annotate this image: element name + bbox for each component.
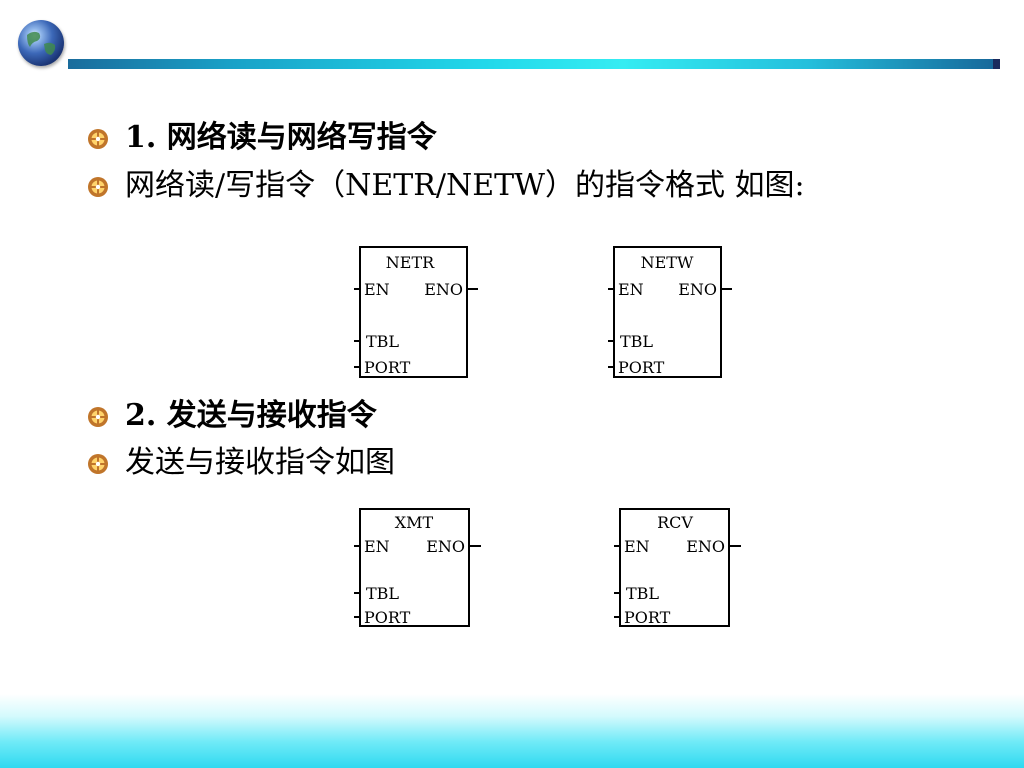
block-title: RCV (657, 513, 693, 532)
title-bar (68, 59, 993, 69)
block-xmt: XMT EN ENO TBL PORT (354, 508, 481, 627)
bullet-icon (88, 129, 108, 149)
pin-en: EN (364, 280, 390, 299)
block-netw: NETW EN ENO TBL PORT (608, 246, 732, 378)
block-netr: NETR EN ENO TBL PORT (354, 246, 478, 378)
bottom-gradient-band (0, 694, 1024, 768)
section-1-title: 1. 网络读与网络写指令 (125, 120, 437, 155)
block-title: XMT (395, 513, 434, 532)
pin-port: PORT (618, 358, 665, 377)
pin-en: EN (624, 537, 650, 556)
section-2-description: 发送与接收指令如图 (125, 445, 395, 480)
title-bar-end (993, 59, 1000, 69)
bullet-icon (88, 407, 108, 427)
pin-en: EN (618, 280, 644, 299)
pin-port: PORT (624, 608, 671, 627)
block-title: NETW (641, 253, 694, 272)
bullet-icon (88, 177, 108, 197)
pin-eno: ENO (424, 280, 463, 299)
section-1-description: 网络读/写指令（NETR/NETW）的指令格式 如图: (125, 168, 805, 203)
bullet-icon (88, 454, 108, 474)
pin-eno: ENO (678, 280, 717, 299)
pin-tbl: TBL (620, 332, 653, 351)
pin-tbl: TBL (366, 332, 399, 351)
pin-eno: ENO (426, 537, 465, 556)
pin-en: EN (364, 537, 390, 556)
pin-tbl: TBL (626, 584, 659, 603)
pin-eno: ENO (686, 537, 725, 556)
pin-port: PORT (364, 608, 411, 627)
block-rcv: RCV EN ENO TBL PORT (614, 508, 741, 627)
pin-port: PORT (364, 358, 411, 377)
globe-logo-icon (18, 20, 64, 66)
pin-tbl: TBL (366, 584, 399, 603)
section-2-title: 2. 发送与接收指令 (125, 398, 377, 433)
block-title: NETR (386, 253, 435, 272)
